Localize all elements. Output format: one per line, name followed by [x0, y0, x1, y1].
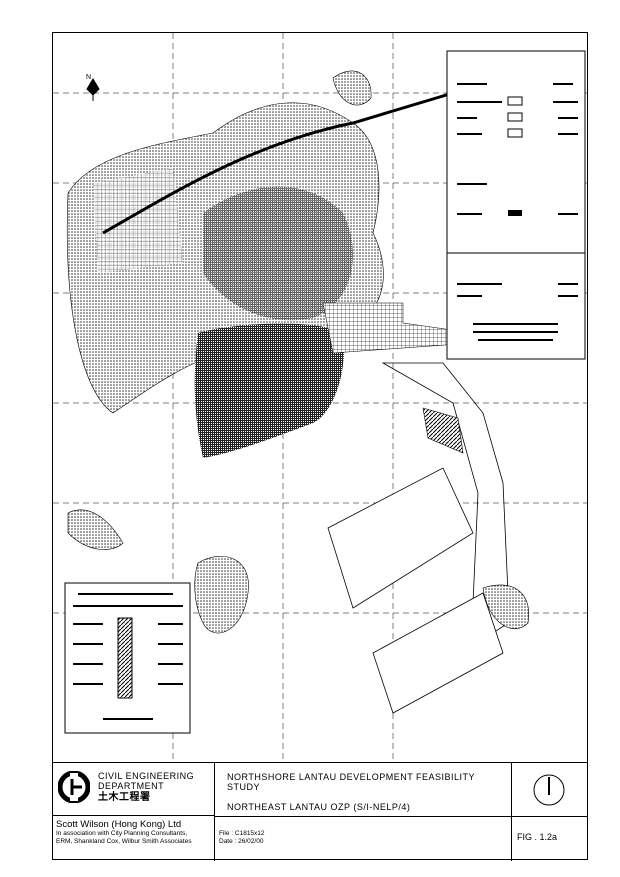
north-symbol-icon	[533, 774, 565, 806]
study-title-cell: NORTHSHORE LANTAU DEVELOPMENT FEASIBILIT…	[215, 763, 512, 816]
consultant-name: Scott Wilson (Hong Kong) Ltd	[56, 819, 182, 830]
department-name-chinese: 土木工程署	[98, 792, 151, 803]
drawing-date: Date : 26/02/00	[219, 838, 264, 845]
north-symbol-cell	[512, 763, 588, 816]
north-arrow-icon	[86, 78, 100, 101]
file-info-cell: File : C1815x12 Date : 26/02/00	[215, 816, 512, 861]
department-name-line1: CIVIL ENGINEERING	[98, 771, 195, 781]
department-cell: CIVIL ENGINEERING DEPARTMENT 土木工程署	[52, 763, 215, 816]
map-drawing: N	[53, 33, 587, 761]
north-label: N	[86, 74, 91, 81]
figure-number: FIG . 1.2a	[512, 816, 588, 861]
association-line2: ERM, Shankland Cox, Wilbur Smith Associa…	[56, 838, 192, 845]
file-number: File : C1815x12	[219, 830, 265, 837]
title-block: CIVIL ENGINEERING DEPARTMENT 土木工程署 Scott…	[52, 762, 588, 861]
association-line1: In association with City Planning Consul…	[56, 830, 188, 837]
department-name-line2: DEPARTMENT	[98, 781, 165, 791]
ced-logo	[58, 771, 90, 803]
plan-title: NORTHEAST LANTAU OZP (S/I-NELP/4)	[227, 802, 411, 812]
study-title: NORTHSHORE LANTAU DEVELOPMENT FEASIBILIT…	[227, 772, 475, 792]
consultant-cell: Scott Wilson (Hong Kong) Ltd In associat…	[52, 816, 215, 861]
drawing-frame	[52, 32, 588, 860]
